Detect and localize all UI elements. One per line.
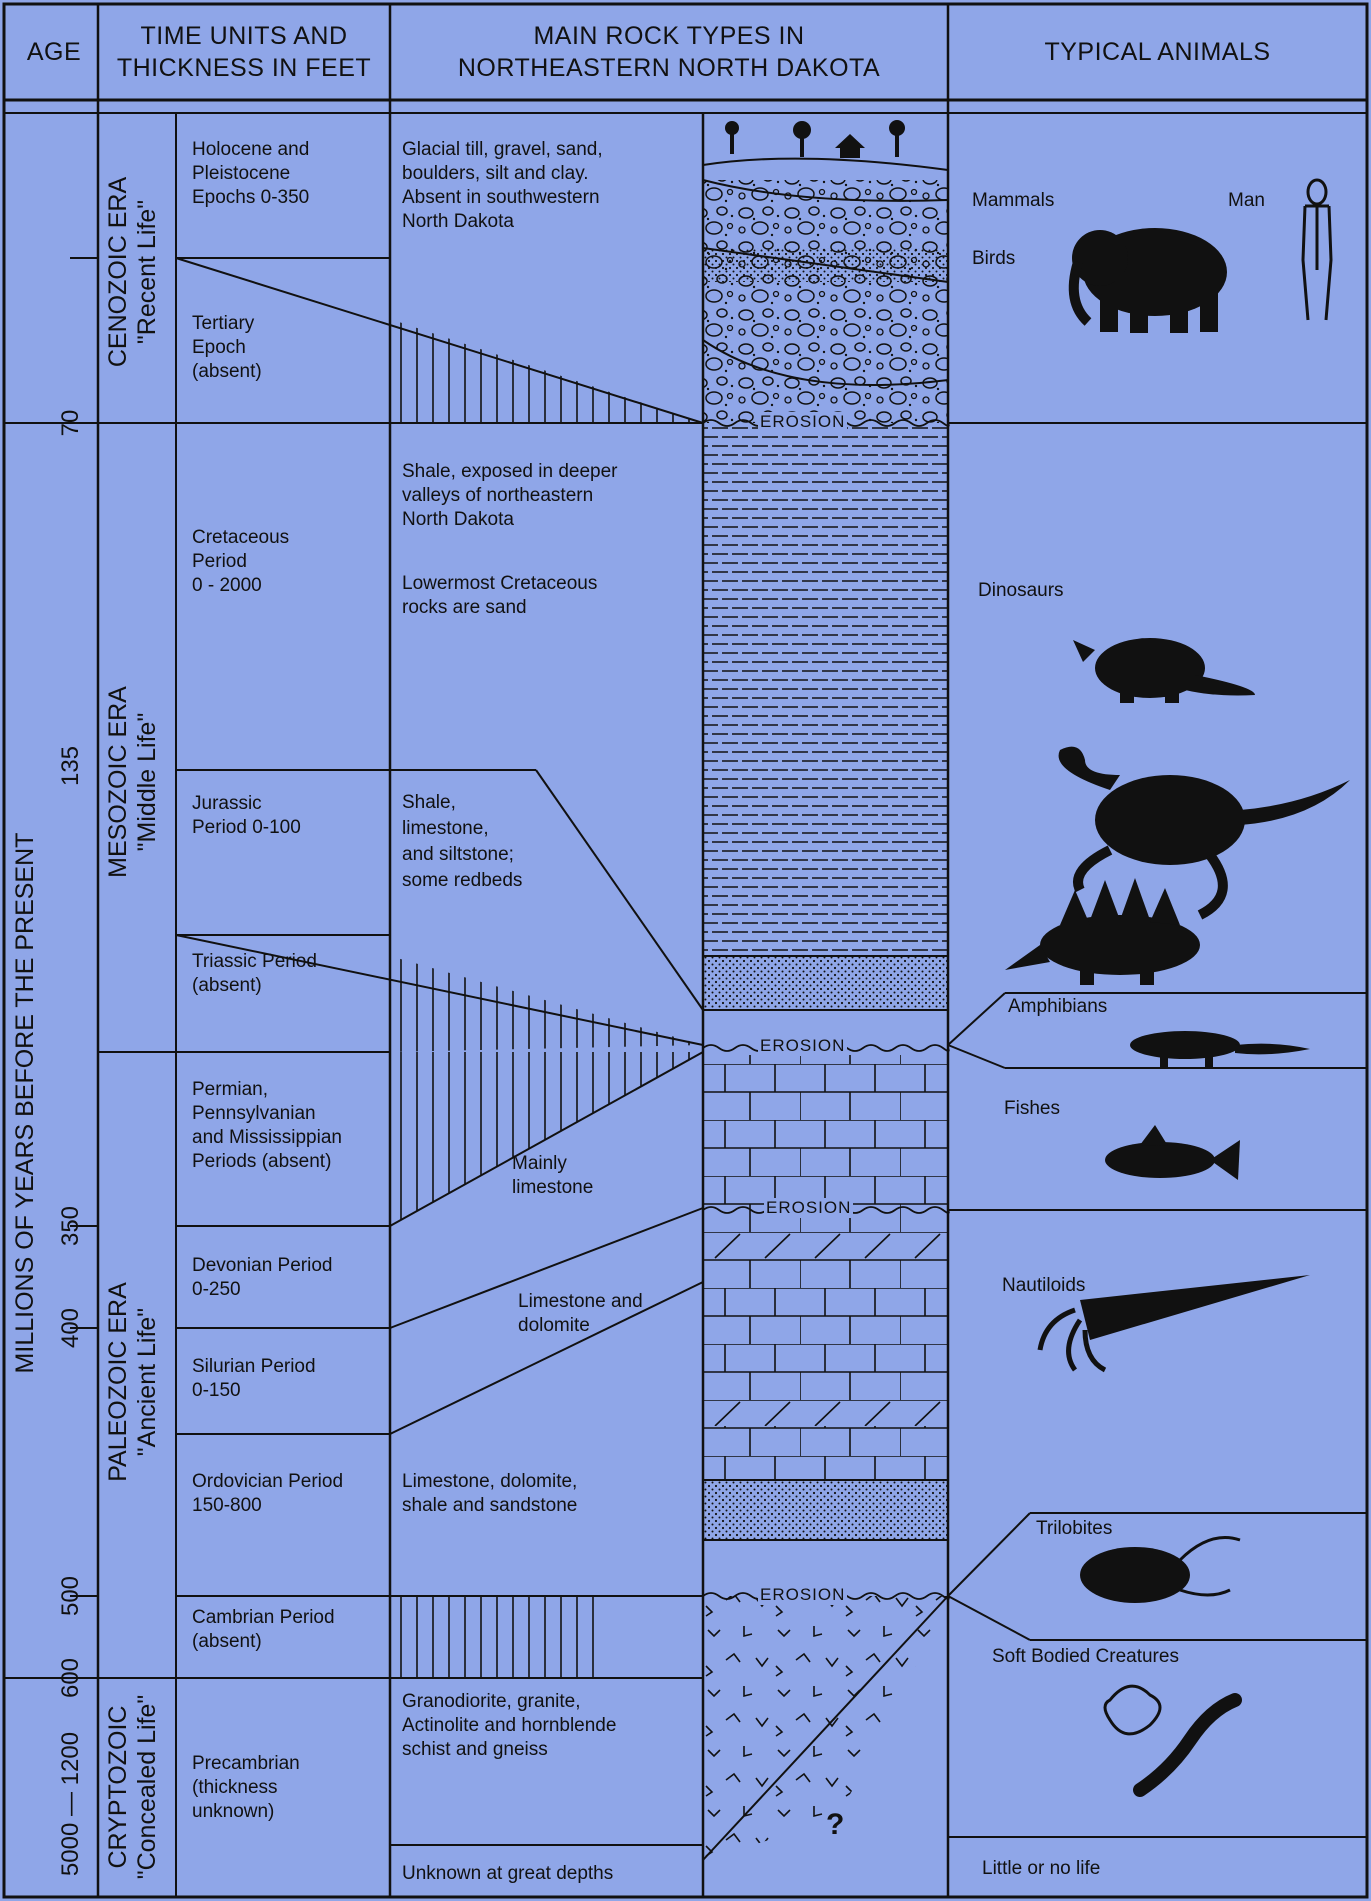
animal-mammals: Mammals <box>972 190 1055 211</box>
triceratops-silhouette <box>1073 638 1255 703</box>
unit-jurassic: Jurassic Period 0-100 <box>192 793 301 838</box>
unit-tertiary: Tertiary Epoch (absent) <box>192 313 262 382</box>
header-time-units: TIME UNITS AND THICKNESS IN FEET <box>116 22 372 82</box>
header-age: AGE <box>26 38 82 66</box>
trilobite-silhouette <box>1080 1536 1241 1603</box>
animal-little-life: Little or no life <box>982 1858 1101 1879</box>
stegosaurus-silhouette <box>1005 878 1200 985</box>
age-tick-5000-1200: 5000 — 1200 <box>57 1731 84 1877</box>
rock-limestone-dolomite: Limestone and dolomite <box>518 1291 643 1336</box>
rock-glacial: Glacial till, gravel, sand, boulders, si… <box>402 139 603 232</box>
age-tick-350: 350 <box>57 1205 84 1247</box>
age-tick-500: 500 <box>57 1575 84 1617</box>
amphibian-silhouette <box>1130 1031 1310 1067</box>
rock-ordovician: Limestone, dolomite, shale and sandstone <box>402 1471 578 1516</box>
unit-cretaceous: Cretaceous Period 0 - 2000 <box>192 527 290 596</box>
animal-man: Man <box>1228 190 1265 211</box>
animal-amphibians: Amphibians <box>1008 996 1108 1017</box>
header-rock-types: MAIN ROCK TYPES IN NORTHEASTERN NORTH DA… <box>457 22 881 82</box>
era-cryptozoic: CRYPTOZOIC "Concealed Life" <box>104 1694 161 1880</box>
animal-birds: Birds <box>972 248 1016 269</box>
era-mesozoic: MESOZOIC ERA "Middle Life" <box>104 686 161 878</box>
unknown-question-mark: ? <box>826 1808 845 1841</box>
rock-lowermost-cretaceous: Lowermost Cretaceous rocks are sand <box>402 573 598 618</box>
unit-silurian: Silurian Period 0-150 <box>192 1356 316 1401</box>
animal-nautiloids: Nautiloids <box>1002 1275 1086 1296</box>
rock-mainly-limestone: Mainly limestone <box>512 1153 594 1198</box>
header-animals: TYPICAL ANIMALS <box>1044 38 1271 66</box>
age-tick-600: 600 <box>57 1657 84 1699</box>
rock-jurassic: Shale, limestone, and siltstone; some re… <box>402 792 523 891</box>
erosion-label: EROSION <box>758 1036 848 1056</box>
age-tick-400: 400 <box>57 1307 84 1349</box>
age-tick-135: 135 <box>57 745 84 787</box>
rock-shale-cretaceous: Shale, exposed in deeper valleys of nort… <box>402 461 618 530</box>
erosion-label: EROSION <box>758 1585 848 1605</box>
rock-precambrian: Granodiorite, granite, Actinolite and ho… <box>402 1691 617 1760</box>
animal-trilobites: Trilobites <box>1036 1518 1113 1539</box>
soft-bodied-creatures <box>1103 1684 1242 1797</box>
nautiloid-silhouette <box>1037 1275 1310 1373</box>
brontosaurus-silhouette <box>1058 746 1350 920</box>
animal-dinosaurs: Dinosaurs <box>978 580 1064 601</box>
unit-permian: Permian, Pennsylvanian and Mississippian… <box>192 1079 342 1172</box>
age-tick-70: 70 <box>57 409 84 437</box>
era-paleozoic: PALEOZOIC ERA "Ancient Life" <box>104 1282 161 1482</box>
era-cenozoic: CENOZOIC ERA "Recent Life" <box>104 176 161 368</box>
age-axis-title: MILLIONS OF YEARS BEFORE THE PRESENT <box>11 832 39 1374</box>
unit-cambrian: Cambrian Period (absent) <box>192 1607 335 1652</box>
rock-unknown: Unknown at great depths <box>402 1863 614 1884</box>
erosion-label: EROSION <box>764 1198 854 1218</box>
unit-triassic: Triassic Period (absent) <box>192 951 317 996</box>
man-silhouette <box>1301 178 1333 321</box>
surface-scenery <box>725 120 905 158</box>
fish-silhouette <box>1105 1125 1240 1180</box>
unit-holocene: Holocene and Pleistocene Epochs 0-350 <box>192 139 310 208</box>
animal-fishes: Fishes <box>1004 1098 1060 1119</box>
erosion-label: EROSION <box>758 412 848 432</box>
unit-ordovician: Ordovician Period 150-800 <box>192 1471 344 1516</box>
animal-soft-bodied: Soft Bodied Creatures <box>992 1646 1179 1667</box>
unit-devonian: Devonian Period 0-250 <box>192 1255 333 1300</box>
unit-precambrian: Precambrian (thickness unknown) <box>192 1753 300 1822</box>
mammoth-silhouette <box>1068 228 1227 333</box>
